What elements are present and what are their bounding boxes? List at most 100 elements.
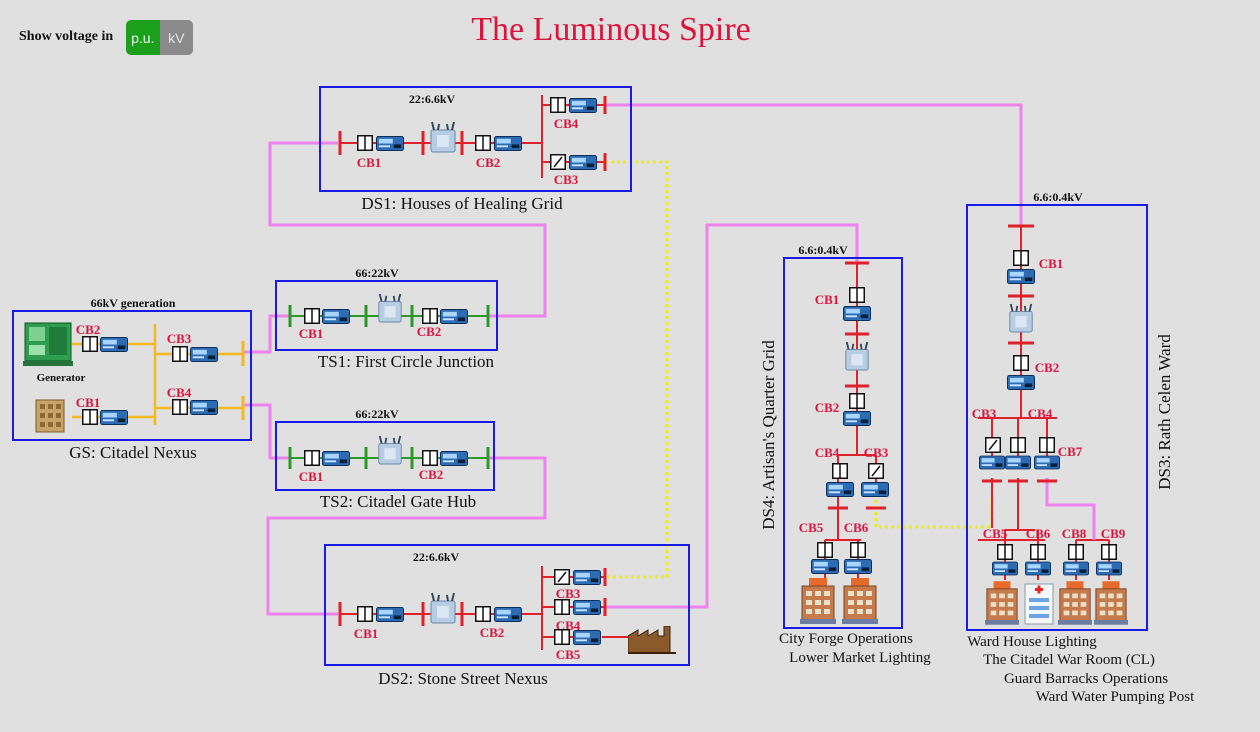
ds3-cb8-relay-icon [1063,561,1089,576]
building-load-icon [800,578,836,624]
ds4-cb6-relay-icon [844,559,872,574]
ds3-load-label: The Citadel War Room (CL) [983,652,1155,668]
ds1-name: DS1: Houses of Healing Grid [361,194,563,213]
ds2-cb5-relay-icon [573,630,601,645]
ds3-cb4-relay-icon [1005,455,1031,470]
ds4-cb5-label: CB5 [799,520,824,535]
ds1-cb1-breaker[interactable] [357,135,373,151]
ts1-cb2-breaker[interactable] [422,308,438,324]
ds3-cb1-label: CB1 [1039,256,1064,271]
ts2-box [275,421,495,491]
ts2-name: TS2: Citadel Gate Hub [320,492,476,511]
ds3-cb4-breaker[interactable] [1010,437,1026,453]
ds4-cb1-relay-icon [843,306,871,321]
ds1-cb1-relay-icon [376,136,404,151]
ts1-cb2-relay-icon [440,309,468,324]
gs-to-ts1-line [243,314,290,354]
ds2-rating: 22:6.6kV [413,550,460,564]
ds4-cb4-label: CB4 [815,445,840,460]
gs-cb1-relay-icon [100,410,128,425]
ds4-ds3-tie-line [874,498,994,529]
ts1-cb1-breaker[interactable] [304,308,320,324]
ds3-cb9-label: CB9 [1101,526,1126,541]
ds4-cb2-label: CB2 [815,400,840,415]
ts2-rating: 66:22kV [355,407,399,421]
factory-load-icon [628,626,676,654]
building-load-icon [1094,580,1128,626]
ds3-cb7-label: CB7 [1058,444,1083,459]
ds1-cb2-relay-icon [494,136,522,151]
ds3-cb9-breaker[interactable] [1101,544,1117,560]
ds3-cb6-breaker[interactable] [1030,544,1046,560]
building-load-icon [985,580,1019,626]
ds4-cb2-breaker[interactable] [849,393,865,409]
ds3-cb6-relay-icon [1025,561,1051,576]
ds2-stone-street-nexus: 22:6.6kV DS2: Stone Street Nexus CB1 CB2… [324,544,690,688]
gs-to-ts2-line [243,403,290,460]
ds1-houses-of-healing-grid: 22:6.6kV DS1: Houses of Healing Grid CB1… [319,86,632,213]
voltage-unit-toggle[interactable]: p.u. kV [126,20,193,55]
ds1-cb3-label: CB3 [554,172,579,187]
gs-cb1-label: CB1 [76,395,101,410]
kv-option-button[interactable]: kV [159,20,193,55]
ds3-cb5-breaker[interactable] [997,544,1013,560]
ds2-cb5-breaker[interactable] [554,629,570,645]
gs-cb1-breaker[interactable] [82,409,98,425]
gs-cb4-breaker[interactable] [172,399,188,415]
ts1-name: TS1: First Circle Junction [318,352,495,371]
ds4-cb5-breaker[interactable] [817,542,833,558]
gs-cb3-label: CB3 [167,331,192,346]
ds4-cb1-breaker[interactable] [849,287,865,303]
ds1-cb3-breaker-open[interactable] [550,154,566,170]
ds3-cb5-relay-icon [992,561,1018,576]
ds2-cb2-relay-icon [494,607,522,622]
ds4-cb3-breaker-open[interactable] [868,463,884,479]
ds1-transformer-icon [430,121,456,153]
ds2-box [324,544,690,666]
ts2-cb2-relay-icon [440,451,468,466]
building-load-icon [842,578,878,624]
ds4-cb6-breaker[interactable] [850,542,866,558]
ds2-cb1-breaker[interactable] [357,606,373,622]
ds2-cb4-breaker[interactable] [554,599,570,615]
ds4-cb3-relay-icon [861,482,889,497]
ds4-cb2-relay-icon [843,411,871,426]
ds3-cb2-label: CB2 [1035,360,1060,375]
ds3-cb1-relay-icon [1007,269,1035,284]
gs-cb3-relay-icon [190,347,218,362]
voltage-toggle-label: Show voltage in [19,29,114,44]
ds3-cb2-breaker[interactable] [1013,355,1029,371]
ds3-cb7-breaker[interactable] [1039,437,1055,453]
ts2-to-ds2-line [266,456,547,616]
ds2-cb1-relay-icon [376,607,404,622]
ds3-rath-celen-ward: 6.6:0.4kV DS3: Rath Celen Ward CB1 CB2 C… [966,190,1195,705]
ds2-cb3-breaker-open[interactable] [554,569,570,585]
ds4-rating: 6.6:0.4kV [798,243,848,257]
gs-cb2-breaker[interactable] [82,336,98,352]
ds4-cb3-label: CB3 [864,445,889,460]
ds2-cb3-relay-icon [573,570,601,585]
ds1-cb4-breaker[interactable] [550,97,566,113]
ds3-cb8-breaker[interactable] [1068,544,1084,560]
storage-crate-icon [35,399,65,433]
ds2-cb4-relay-icon [573,600,601,615]
ds2-cb2-breaker[interactable] [475,606,491,622]
ds4-cb5-relay-icon [811,559,839,574]
ds3-cb7-relay-icon [1034,455,1060,470]
ds3-box [966,204,1148,631]
pu-option-button[interactable]: p.u. [126,20,160,55]
gs-box [12,310,252,441]
gs-cb3-breaker[interactable] [172,346,188,362]
ts2-cb1-breaker[interactable] [304,450,320,466]
ds2-cb2-label: CB2 [480,625,505,640]
ds3-cb1-breaker[interactable] [1013,250,1029,266]
ds3-cb3-breaker-open[interactable] [985,437,1001,453]
ts2-cb2-label: CB2 [419,467,444,482]
ds1-cb2-breaker[interactable] [475,135,491,151]
ts2-cb2-breaker[interactable] [422,450,438,466]
ds1-to-ds3-line [605,103,1023,226]
ts1-cb2-label: CB2 [417,324,442,339]
ds1-rating: 22:6.6kV [409,92,456,106]
ds4-cb4-breaker[interactable] [832,463,848,479]
